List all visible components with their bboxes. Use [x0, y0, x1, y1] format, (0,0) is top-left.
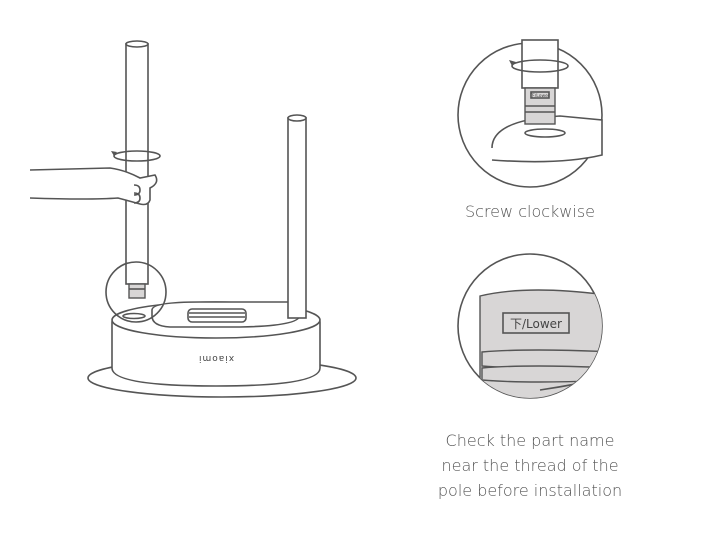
left-pole — [125, 40, 149, 299]
rotation-arrow-icon — [111, 150, 161, 162]
caption-line: near the thread of the — [441, 456, 619, 475]
right-pole — [287, 114, 307, 319]
part-label-small: 下/Lower — [530, 93, 550, 99]
caption-screw-clockwise: Screw clockwise — [465, 202, 595, 221]
device-base — [111, 301, 321, 387]
zoom-callout-circle — [105, 261, 167, 323]
caption-check-part-name: Check the part name near the thread of t… — [410, 428, 650, 503]
hand — [29, 167, 158, 206]
detail-bottom-circle: 下/Lower — [457, 253, 603, 399]
part-label: 下/Lower — [510, 317, 562, 331]
caption-line: pole before installation — [437, 481, 623, 500]
brand-logo: xiaomi — [198, 353, 234, 363]
detail-top-circle: 下/Lower — [457, 39, 603, 188]
caption-line: Check the part name — [445, 431, 615, 450]
